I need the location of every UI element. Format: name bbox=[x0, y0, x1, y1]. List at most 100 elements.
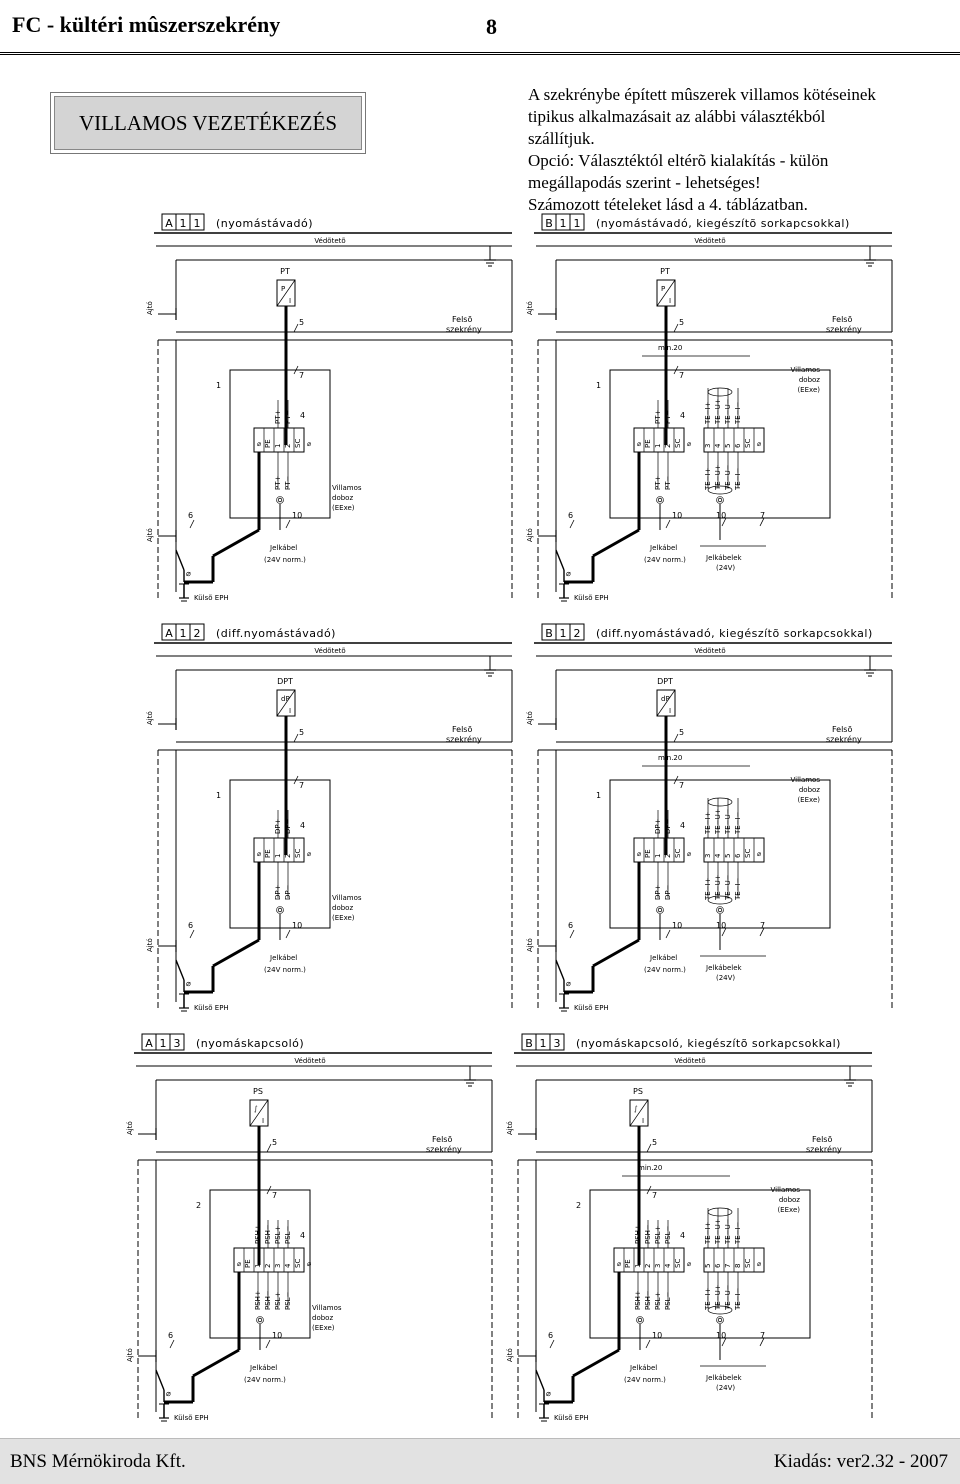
junction-box-label: (EExe) bbox=[797, 386, 820, 394]
instrument-symbol: dP bbox=[281, 695, 290, 703]
wire-label-upper: PT+ bbox=[654, 410, 662, 424]
item-6: 6 bbox=[168, 1331, 173, 1340]
terminal-earth: ⌀ bbox=[617, 1260, 621, 1268]
roof-label: Védõtetõ bbox=[674, 1057, 705, 1065]
terminal-number: PE bbox=[624, 1259, 632, 1268]
door-label: Ajtó bbox=[506, 1348, 514, 1362]
wire-label-lower: PT+ bbox=[654, 476, 662, 490]
terminal-number: SC bbox=[294, 1259, 302, 1268]
junction-box-label: Villamos bbox=[332, 484, 362, 492]
diagram-title: (nyomástávadó, kiegészítõ sorkapcsokkal) bbox=[596, 217, 850, 230]
document-title: FC - kültéri mûszerszekrény bbox=[12, 12, 281, 37]
item-number: 1 bbox=[216, 791, 221, 800]
extra-wire-label-upper: TE−U+ bbox=[714, 398, 722, 425]
extra-wire-label-upper: TE−I+ bbox=[704, 401, 712, 425]
wire-label-lower: PSH+ bbox=[254, 1290, 262, 1310]
terminal-earth: ⌀ bbox=[687, 440, 691, 448]
item-number: 1 bbox=[596, 791, 601, 800]
wire-label-upper: DP− bbox=[664, 818, 672, 834]
diagram-code-digit: 3 bbox=[174, 1037, 181, 1050]
wire-label-upper: DP− bbox=[284, 818, 292, 834]
terminal-earth: ⌀ bbox=[257, 440, 261, 448]
terminal-number: 2 bbox=[664, 444, 672, 448]
wire-label-lower: PSL+ bbox=[274, 1291, 282, 1310]
extra-wire-label-upper: TE−U− bbox=[724, 398, 732, 425]
diagram-code-digit: 1 bbox=[160, 1037, 167, 1050]
terminal-number: PE bbox=[644, 439, 652, 448]
extra-terminal-number: 5 bbox=[724, 444, 732, 448]
wire-label-lower: DP− bbox=[284, 884, 292, 900]
door-label: Ajtó bbox=[146, 711, 154, 725]
item-4: 4 bbox=[300, 1231, 305, 1240]
wire-label-lower: DP+ bbox=[654, 884, 662, 900]
upper-cabinet-label: szekrény bbox=[446, 324, 482, 334]
terminal-number: SC bbox=[674, 849, 682, 858]
wire-label-lower: PT− bbox=[664, 476, 672, 490]
terminal-number: 2 bbox=[644, 1264, 652, 1268]
instrument-tag: PS bbox=[633, 1087, 643, 1096]
signal-cable-label: Jelkábel bbox=[269, 544, 297, 552]
page-number: 8 bbox=[486, 14, 497, 39]
door-label: Ajtó bbox=[126, 1348, 134, 1362]
door-label: Ajtó bbox=[526, 938, 534, 952]
terminal-number: 2 bbox=[664, 854, 672, 858]
item-5: 5 bbox=[652, 1138, 657, 1147]
junction-box-label: Villamos bbox=[790, 776, 820, 784]
item-7: 7 bbox=[760, 511, 765, 520]
diagram-code-letter: B bbox=[525, 1037, 533, 1050]
wire-label-upper: DP+ bbox=[274, 818, 282, 834]
upper-cabinet-label: Felsõ bbox=[452, 725, 472, 734]
item-6: 6 bbox=[568, 511, 573, 520]
extra-terminal-number: 4 bbox=[714, 443, 722, 448]
item-10: 10 bbox=[716, 921, 726, 930]
item-4: 4 bbox=[300, 821, 305, 830]
voltage-label: (24V) bbox=[716, 564, 735, 572]
instrument-output: I bbox=[289, 707, 291, 715]
external-eph-label: Külsõ EPH bbox=[554, 1414, 589, 1422]
signal-cables-label: Jelkábelek bbox=[705, 1374, 743, 1382]
item-10: 10 bbox=[672, 511, 682, 520]
normal-voltage-label: (24V norm.) bbox=[244, 1376, 286, 1384]
item-7: 7 bbox=[679, 371, 684, 380]
diagram-title: (nyomáskapcsoló) bbox=[196, 1037, 304, 1050]
signal-cable-label: Jelkábel bbox=[269, 954, 297, 962]
wire-label-upper: PT− bbox=[284, 410, 292, 424]
instrument-output: I bbox=[669, 707, 671, 715]
extra-wire-label-upper: TE−U− bbox=[724, 808, 732, 835]
junction-box-label: (EExe) bbox=[797, 796, 820, 804]
instrument-tag: PT bbox=[280, 267, 290, 276]
roof-label: Védõtetõ bbox=[294, 1057, 325, 1065]
roof-label: Védõtetõ bbox=[694, 647, 725, 655]
external-eph-label: Külsõ EPH bbox=[194, 1004, 229, 1012]
external-eph-label: Külsõ EPH bbox=[194, 594, 229, 602]
wire-label-lower: PSH− bbox=[264, 1290, 272, 1310]
instrument-symbol: P bbox=[661, 285, 665, 293]
terminal-number: SC bbox=[674, 1259, 682, 1268]
diagram-code-letter: A bbox=[165, 217, 173, 230]
terminal-earth: ⌀ bbox=[757, 850, 761, 858]
extra-wire-label-lower: TE−I+ bbox=[704, 1287, 712, 1311]
signal-cable-label: Jelkábel bbox=[649, 544, 677, 552]
terminal-number: 3 bbox=[274, 1264, 282, 1268]
earth-symbol: ⌀ bbox=[566, 979, 571, 988]
instrument-symbol: dP bbox=[661, 695, 670, 703]
min-clearance: min.20 bbox=[658, 754, 682, 762]
upper-cabinet-label: Felsõ bbox=[432, 1135, 452, 1144]
instrument-symbol: ∫ bbox=[634, 1105, 638, 1113]
normal-voltage-label: (24V norm.) bbox=[644, 556, 686, 564]
door-label: Ajtó bbox=[526, 711, 534, 725]
terminal-earth: ⌀ bbox=[307, 440, 311, 448]
earth-symbol: ⌀ bbox=[546, 1389, 551, 1398]
roof-label: Védõtetõ bbox=[694, 237, 725, 245]
wire-label-lower: PSL− bbox=[664, 1291, 672, 1310]
diagram-code-digit: 1 bbox=[574, 217, 581, 230]
terminal-number: 3 bbox=[654, 1264, 662, 1268]
wire-label-lower: DP+ bbox=[274, 884, 282, 900]
extra-terminal-number: 3 bbox=[704, 854, 712, 858]
wire-label-lower: PSH+ bbox=[634, 1290, 642, 1310]
extra-wire-label-lower: TE−U+ bbox=[714, 1284, 722, 1311]
voltage-label: (24V) bbox=[716, 974, 735, 982]
instrument-output: I bbox=[289, 297, 291, 305]
instrument-tag: PT bbox=[660, 267, 670, 276]
